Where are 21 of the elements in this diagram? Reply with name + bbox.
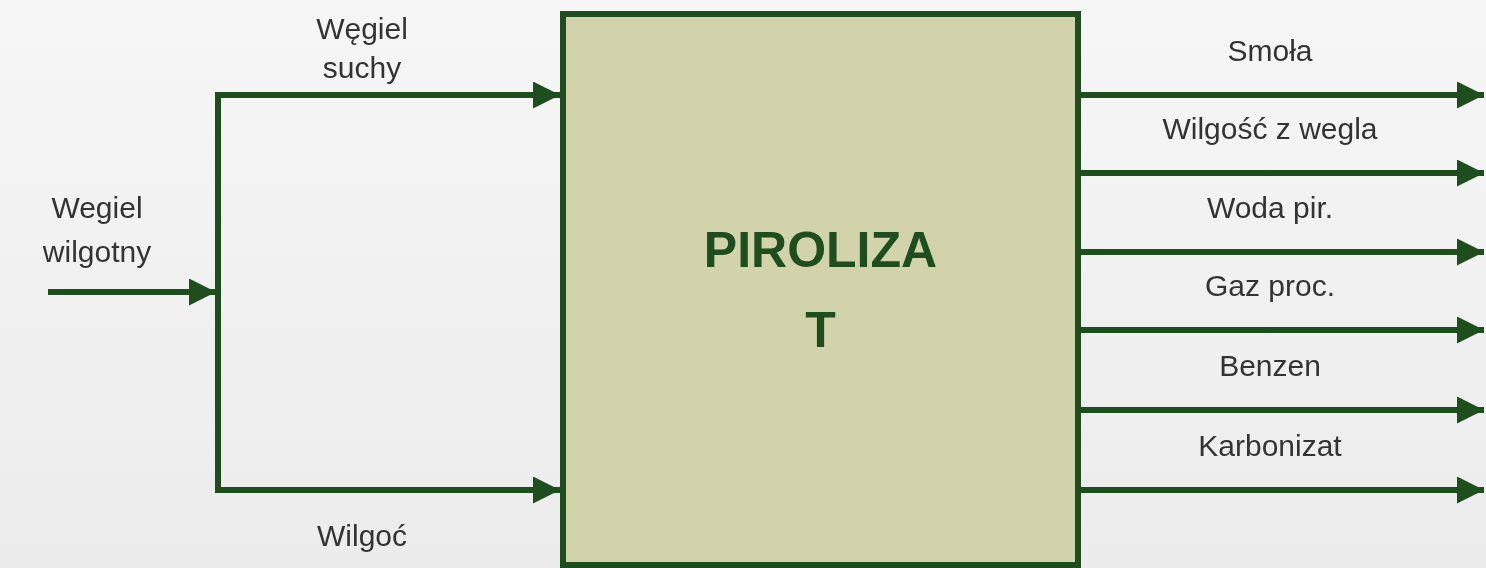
arrow <box>48 278 216 306</box>
arrow <box>1081 316 1484 344</box>
arrow <box>215 81 560 292</box>
edge-label: Benzen <box>1219 348 1321 384</box>
process-title: PIROLIZA <box>703 220 938 280</box>
edge-label: Wilgoć <box>316 518 408 554</box>
arrow <box>1081 159 1484 187</box>
edge-label: Smoła <box>1227 33 1313 69</box>
arrow <box>1081 81 1484 109</box>
edge-label: Wilgość z wegla <box>1162 111 1378 147</box>
process-box <box>560 11 1081 568</box>
arrow <box>1081 238 1484 266</box>
arrow <box>1081 396 1484 424</box>
edge-label: Węgiel suchy <box>315 11 409 86</box>
process-subtitle: T <box>805 300 836 360</box>
arrow <box>215 292 560 504</box>
edge-label: Gaz proc. <box>1204 268 1336 304</box>
edge-label: Woda pir. <box>1206 190 1334 226</box>
arrow <box>1081 476 1484 504</box>
edge-label: Karbonizat <box>1198 428 1342 464</box>
input-label: Wegiel wilgotny <box>41 190 153 270</box>
